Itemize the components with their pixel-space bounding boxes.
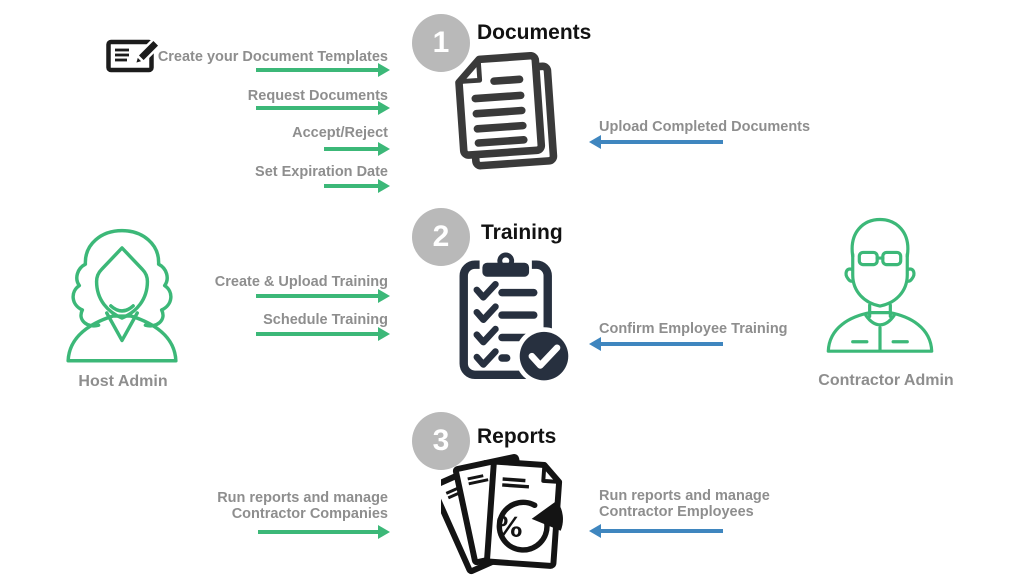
host-action-label: Request Documents (247, 88, 388, 104)
step-title: Documents (477, 21, 592, 44)
host-action-label: Create your Document Templates (157, 49, 388, 65)
woman-outline-icon (60, 197, 184, 368)
contractor-action-label: Upload Completed Documents (599, 119, 811, 135)
step-title: Reports (477, 425, 557, 448)
documents-stack-icon (449, 52, 561, 179)
arrow-left-icon (601, 529, 723, 533)
actor-label: Contractor Admin (818, 372, 954, 389)
host-action-label: Create & Upload Training (214, 274, 388, 290)
svg-text:%: % (495, 511, 524, 544)
man-glasses-outline-icon (817, 194, 943, 356)
contractor-action-label: Confirm Employee Training (599, 321, 788, 337)
host-action-label: Schedule Training (263, 312, 388, 328)
clipboard-checklist-icon (457, 246, 575, 386)
host-action-label: Accept/Reject (292, 125, 388, 141)
arrow-right-icon (256, 294, 378, 298)
step-number: 1 (432, 26, 450, 59)
document-edit-icon (106, 36, 164, 76)
step-number: 3 (432, 424, 450, 457)
arrow-right-icon (258, 530, 378, 534)
arrow-right-icon (256, 332, 378, 336)
report-pie-pages-icon: % (441, 449, 572, 576)
arrow-left-icon (601, 342, 723, 346)
step-title: Training (481, 221, 563, 244)
arrow-right-icon (324, 147, 378, 151)
arrow-right-icon (256, 106, 378, 110)
step-number: 2 (432, 220, 450, 253)
arrow-right-icon (256, 68, 378, 72)
step-number-badge: 1 (412, 14, 470, 72)
actor-label: Host Admin (78, 373, 168, 390)
host-action-label: Set Expiration Date (255, 164, 388, 180)
arrow-right-icon (324, 184, 378, 188)
host-action-label: Run reports and manage Contractor Compan… (217, 490, 388, 522)
arrow-left-icon (601, 140, 723, 144)
step-number-badge: 2 (412, 208, 470, 266)
step-number-badge: 3 (412, 412, 470, 470)
contractor-action-label: Run reports and manage Contractor Employ… (599, 488, 770, 520)
